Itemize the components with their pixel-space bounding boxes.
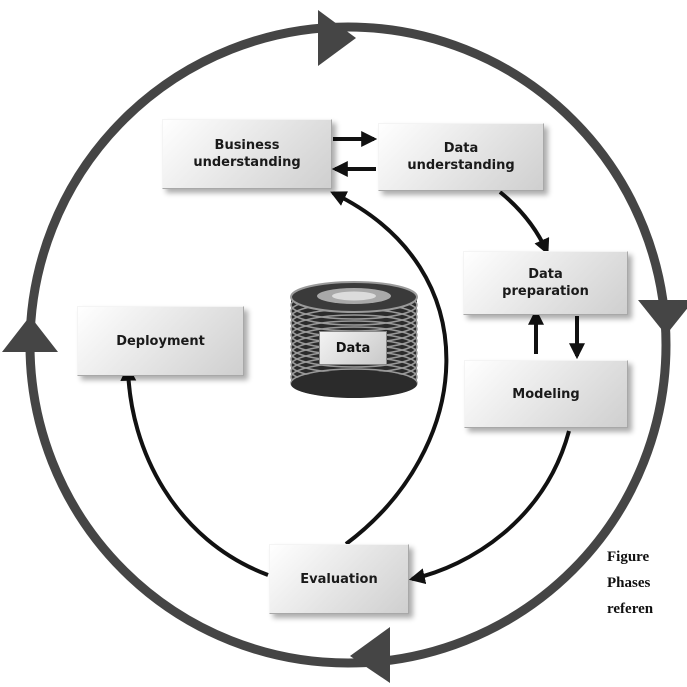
phase-label: Evaluation	[300, 571, 378, 587]
cylinder-bottom	[291, 370, 417, 398]
arrow-data-understanding-to-preparation	[498, 190, 550, 255]
phase-deployment: Deployment	[77, 306, 244, 376]
outer-ring-arrowhead-right	[638, 300, 687, 335]
caption-line: Phases	[607, 575, 651, 591]
arrow-modeling-to-evaluation	[408, 430, 571, 584]
arrow-evaluation-to-business	[330, 191, 449, 546]
arrow-evaluation-to-deployment	[120, 364, 269, 577]
data-store-label: Data	[319, 331, 387, 365]
data-store-text: Data	[335, 340, 371, 356]
outer-ring-arrowhead-top	[318, 10, 356, 66]
phase-label: Business understanding	[193, 138, 301, 170]
phase-data-preparation: Data preparation	[463, 251, 628, 315]
cylinder-top-core	[332, 291, 376, 301]
phase-modeling: Modeling	[464, 360, 628, 428]
caption-line: referen	[607, 601, 654, 617]
figure-caption: Figure Phases referen	[607, 544, 687, 622]
outer-ring-arrowhead-left	[2, 316, 58, 352]
phase-data-understanding: Data understanding	[378, 123, 544, 191]
outer-ring-arrowhead-bottom	[350, 627, 390, 683]
phase-label: Deployment	[116, 333, 205, 349]
phase-business-understanding: Business understanding	[162, 119, 332, 189]
phase-label: Modeling	[512, 386, 580, 402]
phase-label: Data preparation	[502, 267, 589, 299]
caption-line: Figure	[607, 549, 650, 565]
phase-label: Data understanding	[407, 141, 515, 173]
phase-evaluation: Evaluation	[269, 544, 409, 614]
